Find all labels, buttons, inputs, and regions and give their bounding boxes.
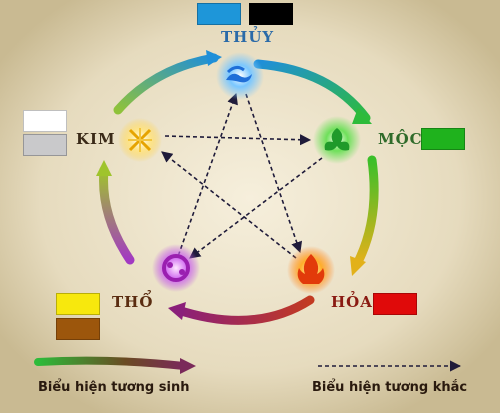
arrowhead-hoa xyxy=(350,256,366,276)
arrowhead-moc xyxy=(352,108,372,124)
thuy-swatch-blue xyxy=(197,3,241,25)
dash-tho-thuy xyxy=(175,92,238,263)
arc-moc-hoa xyxy=(353,155,379,267)
thuy-swatch-black xyxy=(249,3,293,25)
generation-cycle xyxy=(96,50,379,325)
label-kim: KIM xyxy=(76,130,116,148)
water-icon xyxy=(216,52,264,100)
arc-tho-kim xyxy=(99,165,135,265)
label-hoa: HỎA xyxy=(331,293,373,311)
legend-generation-label: Biểu hiện tương sinh xyxy=(38,380,190,395)
arc-thuy-moc xyxy=(253,59,371,123)
fire-icon xyxy=(287,246,335,294)
restraint-star xyxy=(161,92,323,263)
legend-restraint-label: Biểu hiện tương khắc xyxy=(312,380,468,395)
kim-swatch-white xyxy=(23,110,67,132)
arrowhead-kim xyxy=(96,160,112,176)
arc-kim-thuy xyxy=(113,53,219,115)
tho-swatch-brown xyxy=(56,318,100,340)
legend-generation-arrow xyxy=(34,356,196,374)
tho-swatch-yellow xyxy=(56,293,100,315)
moc-swatch-green xyxy=(421,128,465,150)
hoa-swatch-red xyxy=(373,293,417,315)
dash-kim-moc xyxy=(164,134,312,146)
dash-hoa-kim xyxy=(161,151,297,259)
label-tho: THỔ xyxy=(112,293,154,311)
arrowhead-thuy xyxy=(206,50,222,66)
earth-icon xyxy=(152,244,200,292)
arc-hoa-tho xyxy=(173,295,315,325)
metal-icon xyxy=(118,118,162,162)
label-moc: MỘC xyxy=(378,130,423,148)
label-thuy: THỦY xyxy=(221,28,275,46)
wood-icon xyxy=(313,116,361,164)
kim-swatch-gray xyxy=(23,134,67,156)
arrowhead-tho xyxy=(168,302,186,320)
